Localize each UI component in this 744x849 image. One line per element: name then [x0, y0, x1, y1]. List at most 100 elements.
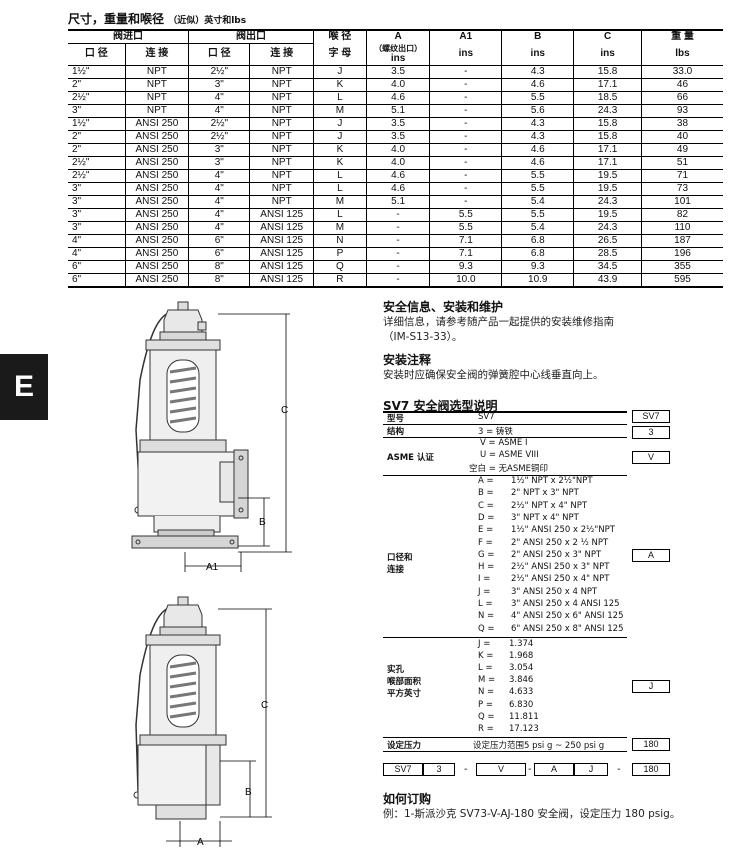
- table-cell: 4.6: [365, 169, 430, 183]
- table-cell: 73: [640, 182, 723, 196]
- table-cell: ANSI 125: [249, 234, 314, 248]
- header-b-unit: ins: [501, 43, 574, 66]
- table-cell: 5.5: [501, 182, 574, 196]
- table-cell: -: [429, 65, 502, 79]
- table-cell: ANSI 250: [124, 208, 189, 222]
- orifice-option-value: 3.054: [509, 663, 534, 674]
- table-cell: 17.1: [573, 78, 642, 92]
- model-value: SV7: [478, 412, 495, 422]
- orifice-option-value: 17.123: [509, 723, 539, 734]
- table-cell: ANSI 250: [124, 273, 189, 288]
- table-cell: 4.0: [365, 78, 430, 92]
- table-cell: 6": [68, 260, 126, 274]
- table-cell: 8": [188, 260, 250, 274]
- table-cell: 24.3: [573, 195, 642, 209]
- table-cell: 19.5: [573, 208, 642, 222]
- table-cell: 5.5: [501, 208, 574, 222]
- table-cell: 2½": [188, 117, 250, 131]
- safety-text-1: 详细信息，请参考随产品一起提供的安装维修指南: [383, 316, 614, 328]
- table-cell: ANSI 250: [124, 234, 189, 248]
- table-cell: 3": [68, 221, 126, 235]
- table-cell: NPT: [249, 78, 314, 92]
- table-cell: 3": [68, 104, 126, 118]
- orifice-option-value: 1.968: [509, 651, 534, 662]
- orifice-option-code: L =: [478, 663, 493, 674]
- table-cell: 19.5: [573, 182, 642, 196]
- set-value: 设定压力范围5 psi g ~ 250 psi g: [473, 741, 605, 751]
- box-set: 180: [632, 738, 670, 751]
- header-outlet-size: 口 径: [188, 43, 250, 66]
- table-cell: 33.0: [640, 65, 723, 79]
- header-weight-unit: lbs: [640, 43, 723, 66]
- header-inlet-size: 口 径: [68, 43, 126, 66]
- table-cell: 15.8: [573, 117, 642, 131]
- valve-drawing-screwed: C B A: [133, 596, 272, 848]
- table-cell: 3": [188, 143, 250, 157]
- table-cell: ANSI 250: [124, 260, 189, 274]
- table-cell: 101: [640, 195, 723, 209]
- conn-option-value: 3" NPT x 4" NPT: [511, 512, 579, 523]
- conn-option-value: 2" NPT x 3" NPT: [511, 488, 579, 499]
- section-tab: E: [0, 354, 48, 420]
- table-cell: -: [365, 247, 430, 261]
- table-cell: 18.5: [573, 91, 642, 105]
- conn-option-code: G =: [478, 549, 495, 560]
- table-cell: -: [429, 117, 502, 131]
- conn-option-value: 1½" ANSI 250 x 2½"NPT: [511, 525, 615, 536]
- asme-option: V = ASME I: [480, 438, 528, 448]
- table-cell: 24.3: [573, 221, 642, 235]
- table-cell: ANSI 250: [124, 117, 189, 131]
- table-cell: ANSI 250: [124, 169, 189, 183]
- table-cell: 17.1: [573, 143, 642, 157]
- table-cell: 1½": [68, 117, 126, 131]
- table-cell: 5.5: [501, 169, 574, 183]
- table-cell: 4": [68, 247, 126, 261]
- box-struct: 3: [632, 426, 670, 439]
- table-cell: NPT: [249, 117, 314, 131]
- table-cell: K: [312, 156, 367, 170]
- table-cell: ANSI 250: [124, 195, 189, 209]
- table-cell: 6": [68, 273, 126, 288]
- table-cell: 49: [640, 143, 723, 157]
- asme-option: 空白 = 无ASME铜印: [469, 464, 548, 474]
- orifice-option-code: K =: [478, 651, 494, 662]
- table-cell: 5.1: [365, 104, 430, 118]
- table-cell: 2½": [188, 65, 250, 79]
- asme-label: ASME 认证: [387, 453, 434, 463]
- model-label: 型号: [387, 414, 405, 424]
- table-cell: ANSI 125: [249, 273, 314, 288]
- table-cell: -: [365, 208, 430, 222]
- table-cell: -: [429, 91, 502, 105]
- dim-label-b2: B: [245, 787, 252, 798]
- conn-option-code: D =: [478, 512, 495, 523]
- table-cell: 5.1: [365, 195, 430, 209]
- table-cell: 82: [640, 208, 723, 222]
- header-a1: A1: [429, 29, 502, 44]
- header-inlet: 阀进口: [68, 29, 189, 44]
- header-orifice-1: 喉 径: [312, 29, 367, 44]
- box-orifice: J: [632, 680, 670, 693]
- table-cell: NPT: [249, 156, 314, 170]
- table-cell: NPT: [124, 78, 189, 92]
- orifice-option-code: P =: [478, 699, 493, 710]
- dim-label-c: C: [281, 405, 288, 416]
- header-a1-unit: ins: [429, 43, 502, 66]
- order-text: 例：1-斯派沙克 SV73-V-AJ-180 安全阀，设定压力 180 psig…: [383, 808, 681, 820]
- table-cell: 2": [68, 130, 126, 144]
- table-cell: J: [312, 130, 367, 144]
- header-c: C: [573, 29, 642, 44]
- table-cell: 10.0: [429, 273, 502, 288]
- conn-option-value: 2" ANSI 250 x 3" NPT: [511, 549, 602, 560]
- table-cell: 2½": [68, 169, 126, 183]
- table-cell: NPT: [249, 182, 314, 196]
- table-cell: L: [312, 91, 367, 105]
- table-cell: 4.0: [365, 143, 430, 157]
